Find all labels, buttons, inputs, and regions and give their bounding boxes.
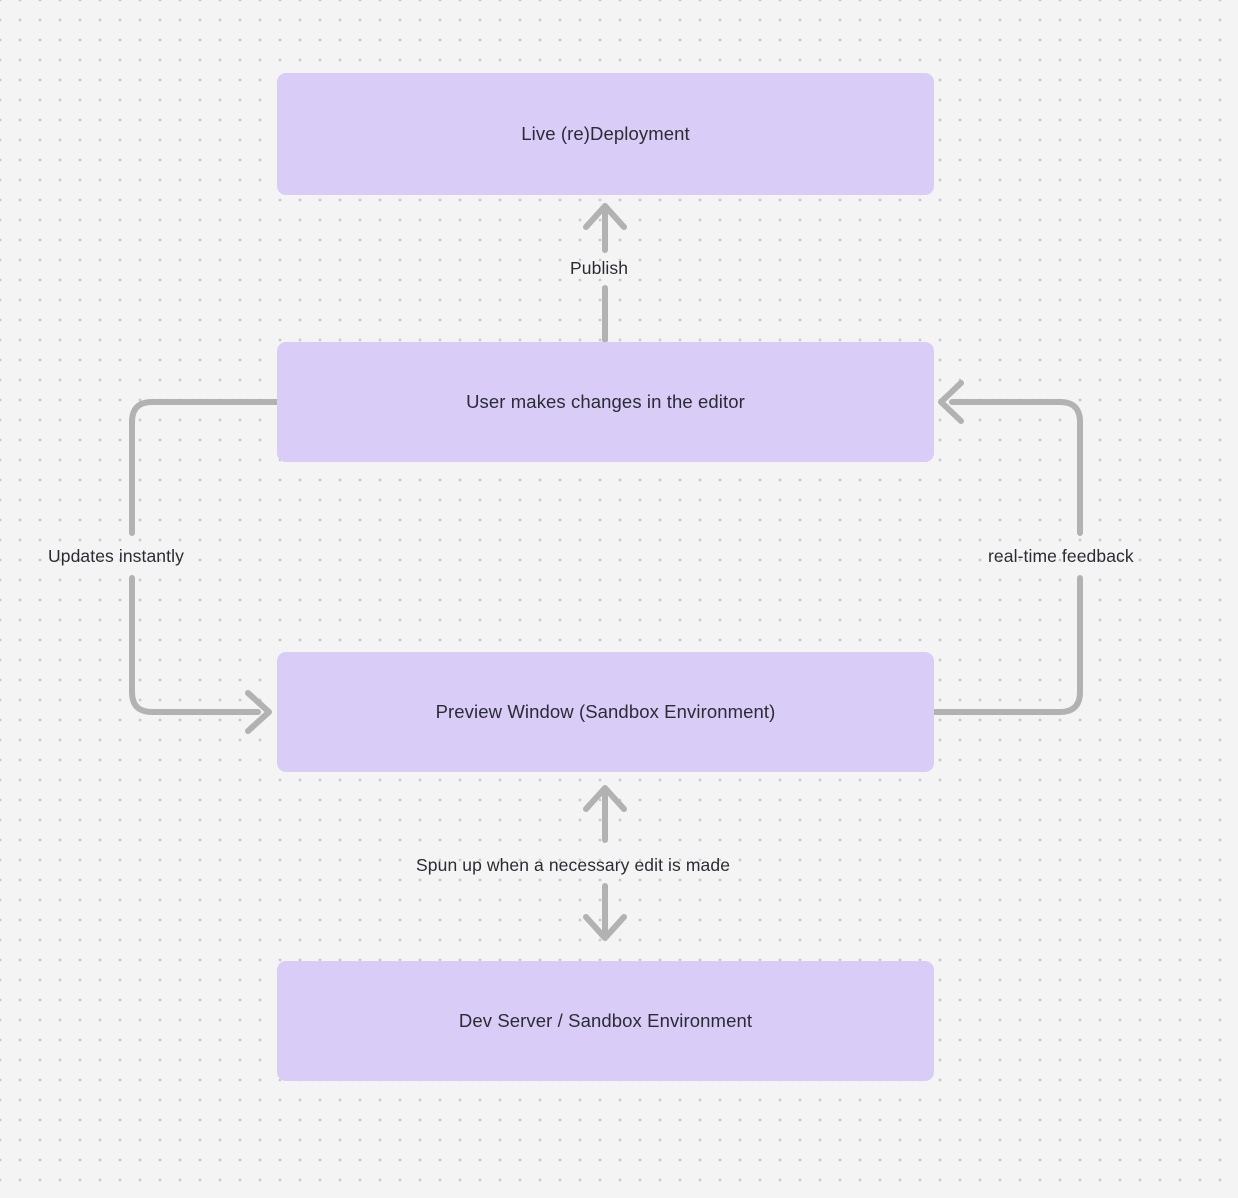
edge-feedback-arrowhead-left (938, 380, 964, 424)
edge-spun-up-arrowhead-up (583, 785, 627, 812)
edge-publish-arrowhead-up (583, 203, 627, 230)
edge-feedback-line-lower (931, 575, 1083, 715)
node-dev-server[interactable]: Dev Server / Sandbox Environment (277, 961, 934, 1081)
edge-updates-line-upper (129, 399, 280, 536)
edge-label-updates-instantly: Updates instantly (48, 546, 184, 566)
edge-label-real-time-feedback: real-time feedback (988, 546, 1134, 566)
edge-updates-instantly (129, 399, 280, 734)
edge-label-publish: Publish (570, 258, 629, 278)
edge-updates-line-lower (129, 575, 261, 715)
edge-updates-arrowhead-right (245, 690, 272, 734)
node-live-deployment[interactable]: Live (re)Deployment (277, 73, 934, 195)
node-live-deployment-label: Live (re)Deployment (521, 122, 690, 144)
node-user-edits[interactable]: User makes changes in the editor (277, 342, 934, 462)
node-preview-window-label: Preview Window (Sandbox Environment) (435, 700, 776, 722)
node-user-edits-label: User makes changes in the editor (466, 390, 745, 412)
node-dev-server-label: Dev Server / Sandbox Environment (458, 1009, 753, 1031)
edge-feedback-line-upper (949, 399, 1083, 536)
edge-spun-up-arrowhead-down (583, 914, 627, 941)
edge-label-spun-up: Spun up when a necessary edit is made (416, 855, 731, 875)
node-preview-window[interactable]: Preview Window (Sandbox Environment) (277, 652, 934, 772)
